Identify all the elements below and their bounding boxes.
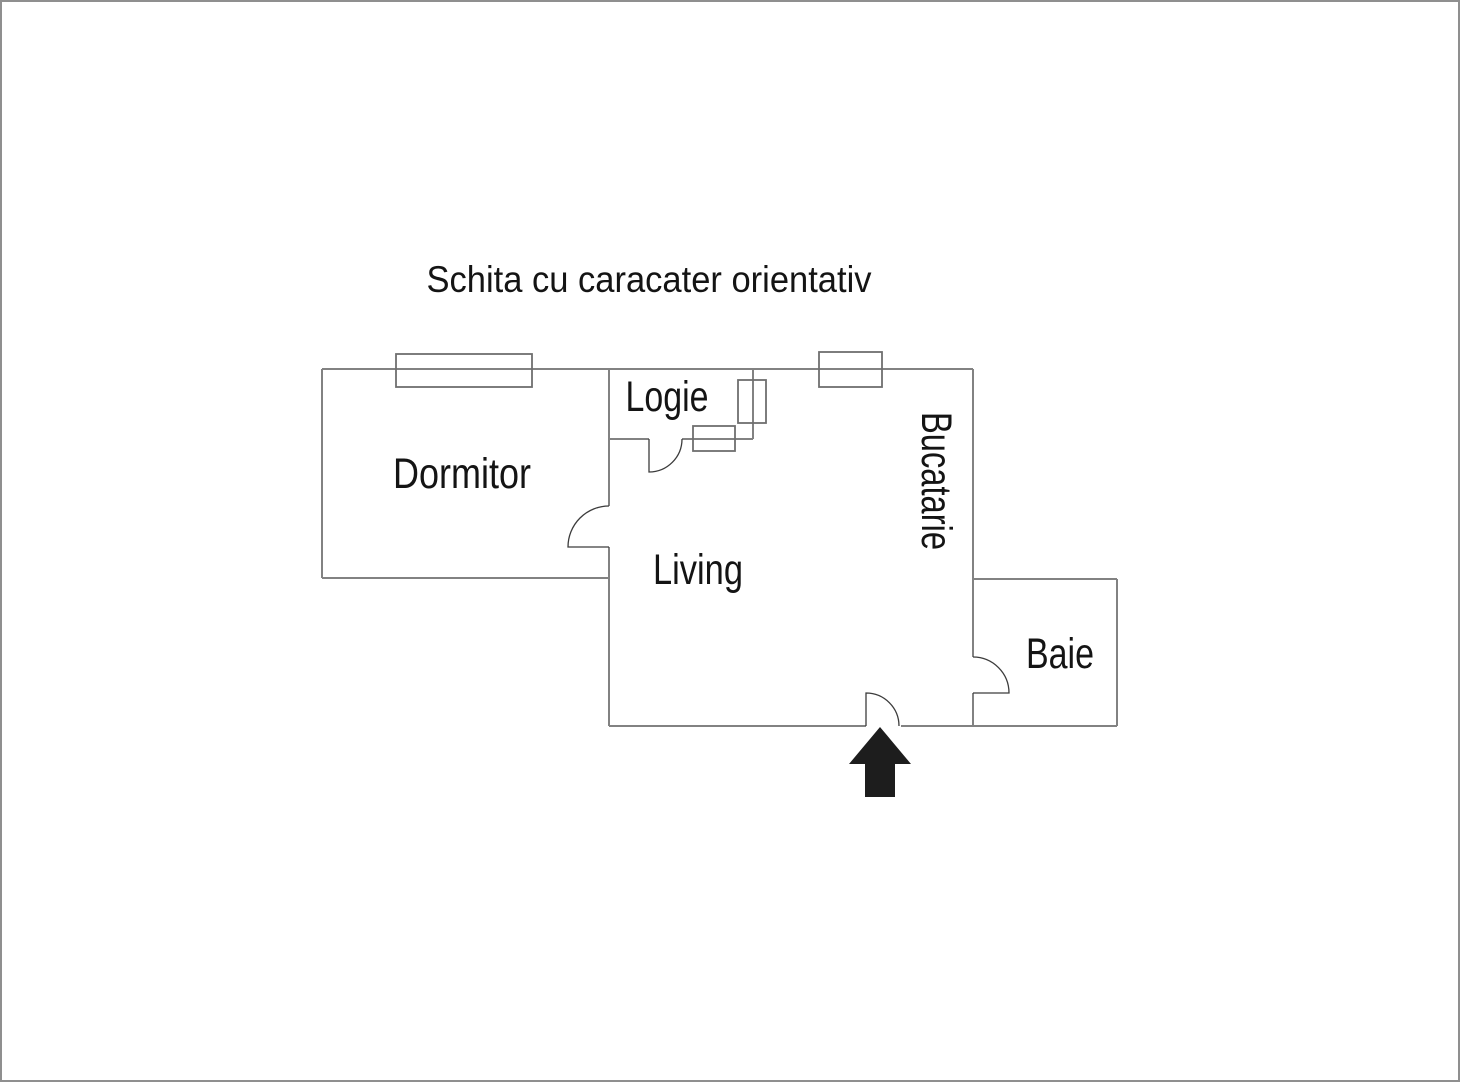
baie-door-arc [972,656,1010,694]
logie-fixture-horizontal [692,425,736,452]
room-label-dormitor: Dormitor [393,450,531,498]
dormitor-door-arc [567,505,610,548]
room-label-bucatarie: Bucatarie [912,412,960,550]
windows [395,351,883,452]
dormitor-window [395,353,533,388]
plan-title: Schita cu caracater orientativ [427,259,872,300]
room-label-baie: Baie [1026,630,1094,678]
doors [567,438,1010,727]
room-label-logie: Logie [626,373,709,421]
logie-fixture-vertical [737,379,767,424]
room-labels: Dormitor Logie Living Bucatarie Baie [393,373,1094,678]
entrance-arrow [849,727,911,797]
room-label-living: Living [653,546,743,594]
walls [321,368,1118,727]
bucatarie-window [818,351,883,388]
entrance-door-arc [865,692,900,727]
logie-door-arc [648,438,683,473]
